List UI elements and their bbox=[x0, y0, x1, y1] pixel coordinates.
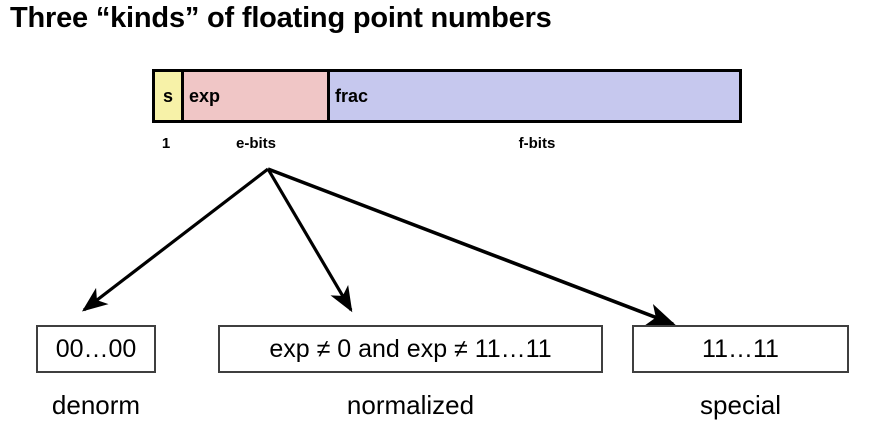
value-box-normalized-text: exp ≠ 0 and exp ≠ 11…11 bbox=[269, 334, 552, 363]
arrow-to-normalized bbox=[266, 168, 353, 313]
category-caption-denorm: denorm bbox=[51, 390, 141, 420]
bitfield-segment-exponent-label: exp bbox=[189, 85, 221, 106]
category-caption-normalized: normalized bbox=[346, 390, 475, 420]
value-box-special: 11…11 bbox=[632, 325, 849, 373]
bitfield-segment-sign: s bbox=[155, 72, 181, 120]
value-box-denorm: 00…00 bbox=[36, 325, 156, 373]
bitfield-caption-exponent-width: e-bits bbox=[235, 135, 276, 152]
value-box-denorm-text: 00…00 bbox=[55, 334, 137, 363]
arrow-to-denorm bbox=[81, 167, 269, 312]
bitfield-caption-fraction-width: f-bits bbox=[518, 135, 556, 152]
bitfield-caption-sign-width: 1 bbox=[161, 135, 171, 152]
bitfield-segment-fraction-label: frac bbox=[335, 85, 369, 106]
value-box-special-text: 11…11 bbox=[702, 334, 779, 363]
bitfield-segment-exponent: exp bbox=[181, 72, 327, 120]
page-title: Three “kinds” of floating point numbers bbox=[10, 2, 552, 34]
category-caption-special: special bbox=[700, 390, 781, 420]
value-box-normalized: exp ≠ 0 and exp ≠ 11…11 bbox=[218, 325, 603, 373]
arrow-to-special bbox=[267, 167, 676, 326]
bitfield-segment-fraction: frac bbox=[327, 72, 739, 120]
bitfield-segment-sign-label: s bbox=[162, 85, 173, 106]
floating-point-bitfield-bar: s exp frac bbox=[152, 69, 742, 123]
